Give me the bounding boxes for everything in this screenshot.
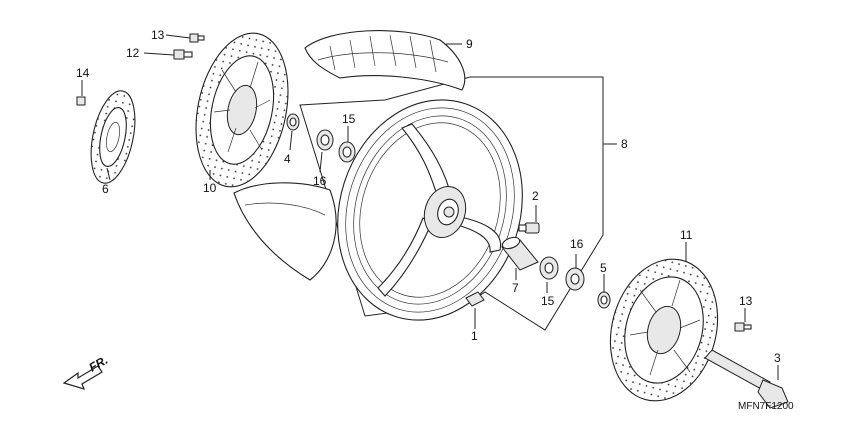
callout-16-lower: 16 [570,237,584,251]
bearing-upper [316,129,334,151]
hub-bolt [518,222,540,234]
brake-disc-right [609,258,719,402]
callout-15-lower: 15 [541,294,555,308]
dust-seal-lower [539,256,559,280]
callout-8: 8 [621,137,628,151]
callout-7: 7 [512,281,519,295]
front-direction-arrow: FR. [62,353,110,390]
callout-10: 10 [203,181,217,195]
valve-stem [465,291,485,307]
callout-2: 2 [532,189,539,203]
brake-disc-left [195,32,289,188]
callout-5: 5 [600,261,607,275]
callout-16-upper: 16 [313,174,327,188]
pulser-ring [90,90,136,184]
leader-lines [81,34,779,380]
disc-bolt-right [734,322,752,332]
callout-13-right: 13 [739,294,753,308]
bearing-lower [565,267,585,291]
callout-1: 1 [471,329,478,343]
callout-15-upper: 15 [342,112,356,126]
dust-seal-upper [338,141,356,163]
side-collar-right [597,291,611,309]
callout-6: 6 [102,182,109,196]
callout-13-left: 13 [151,28,165,42]
front-axle [704,349,789,409]
tire [233,30,466,281]
diagram-code: MFN7F1200 [738,401,794,412]
callout-11: 11 [680,228,693,242]
callout-12: 12 [126,46,140,60]
wheel-rim [337,99,523,321]
side-collar [286,113,300,131]
pulser-bolt [76,96,86,106]
callout-14: 14 [76,66,90,80]
callout-9: 9 [466,37,473,51]
callout-4: 4 [284,152,291,166]
callout-3: 3 [774,351,781,365]
distance-collar [501,236,539,271]
